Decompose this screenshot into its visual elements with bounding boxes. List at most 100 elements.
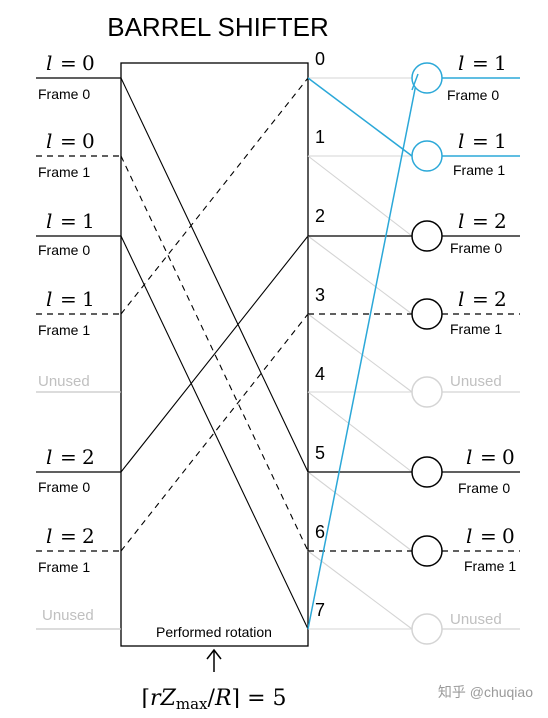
- output-unused-label: Unused: [450, 611, 502, 628]
- output-l-value: 2: [494, 287, 507, 311]
- output-l-value: 0: [502, 524, 515, 548]
- output-l-symbol: l: [458, 129, 464, 153]
- input-l-value: 2: [82, 524, 95, 548]
- barrel-shifter-box: [120, 62, 309, 647]
- input-l-symbol: l: [46, 209, 52, 233]
- input-l-symbol: l: [46, 129, 52, 153]
- input-equals: =: [60, 129, 77, 153]
- rotation-line-5-to-2: [120, 235, 309, 473]
- formula-equals: = 5: [240, 686, 286, 711]
- output-l-value: 1: [494, 51, 507, 75]
- output-index: 4: [315, 364, 325, 384]
- output-label-2: l = 2 Frame 0: [450, 209, 507, 256]
- input-port-0: l = 0 Frame 0: [36, 51, 121, 102]
- input-port-1: l = 0 Frame 1: [36, 129, 121, 180]
- input-port-4: Unused: [36, 373, 121, 393]
- formula-slash: /: [208, 686, 216, 711]
- output-l-symbol: l: [458, 209, 464, 233]
- output-index: 0: [315, 49, 325, 69]
- output-l-symbol: l: [458, 51, 464, 75]
- input-ports: l = 0 Frame 0 l = 0 Frame 1 l = 1 Frame …: [36, 51, 121, 630]
- input-port-2: l = 1 Frame 0: [36, 209, 121, 258]
- output-unused-label: Unused: [450, 373, 502, 390]
- output-index: 7: [315, 600, 325, 620]
- rotation-arrow: [206, 648, 222, 672]
- output-index: 5: [315, 443, 325, 463]
- output-frame-label: Frame 1: [450, 321, 502, 337]
- input-l-symbol: l: [46, 524, 52, 548]
- rotation-line-2-to-7: [120, 235, 309, 630]
- output-l-symbol: l: [466, 524, 472, 548]
- input-port-7: Unused: [36, 607, 121, 630]
- faint-routing-lines: [307, 77, 413, 630]
- highlight-line-7-to-0-top: [411, 73, 419, 91]
- performed-rotation-label: Performed rotation: [156, 624, 272, 640]
- input-frame-label: Frame 1: [38, 322, 90, 338]
- input-l-value: 0: [82, 129, 95, 153]
- output-index: 1: [315, 127, 325, 147]
- output-frame-label: Frame 1: [453, 162, 505, 178]
- highlight-lines: [307, 73, 419, 630]
- input-unused-label: Unused: [38, 373, 90, 390]
- output-index: 6: [315, 522, 325, 542]
- highlight-line-0-to-1: [307, 77, 413, 157]
- input-unused-label: Unused: [42, 607, 94, 624]
- input-l-symbol: l: [46, 445, 52, 469]
- output-indices: 0 1 2 3 4 5 6 7: [315, 49, 325, 620]
- selector-circle: [411, 220, 443, 252]
- output-equals: =: [472, 287, 489, 311]
- highlight-line-7-to-0: [307, 73, 419, 630]
- input-l-symbol: l: [46, 287, 52, 311]
- output-labels: l = 1 Frame 0 l = 1 Frame 1 l = 2 Frame …: [447, 51, 516, 628]
- input-frame-label: Frame 1: [38, 164, 90, 180]
- rotation-lines: [120, 77, 309, 630]
- watermark: 知乎 @chuqiao: [438, 684, 533, 700]
- input-equals: =: [60, 209, 77, 233]
- input-l-value: 1: [82, 209, 95, 233]
- output-label-5: l = 0 Frame 0: [458, 445, 515, 496]
- output-lines: [308, 235, 412, 552]
- output-equals: =: [480, 524, 497, 548]
- output-label-4: Unused: [450, 373, 502, 390]
- output-equals: =: [472, 209, 489, 233]
- input-port-3: l = 1 Frame 1: [36, 287, 121, 338]
- input-equals: =: [60, 287, 77, 311]
- input-frame-label: Frame 0: [38, 479, 90, 495]
- rotation-line-1-to-6: [120, 155, 309, 552]
- output-equals: =: [472, 129, 489, 153]
- input-l-value: 0: [82, 51, 95, 75]
- input-equals: =: [60, 524, 77, 548]
- selector-circle-unused: [411, 376, 443, 408]
- input-frame-label: Frame 0: [38, 242, 90, 258]
- selector-circle: [411, 535, 443, 567]
- input-port-5: l = 2 Frame 0: [36, 445, 121, 495]
- output-l-value: 1: [494, 129, 507, 153]
- output-index: 3: [315, 285, 325, 305]
- output-frame-label: Frame 0: [450, 240, 502, 256]
- input-l-value: 2: [82, 445, 95, 469]
- input-l-value: 1: [82, 287, 95, 311]
- output-frame-label: Frame 0: [458, 480, 510, 496]
- rotation-line-3-to-0: [120, 77, 309, 315]
- formula-z: Z: [160, 686, 177, 711]
- formula-ceil-close: ⌉: [232, 686, 241, 711]
- input-l-symbol: l: [46, 51, 52, 75]
- output-label-1: l = 1 Frame 1: [453, 129, 507, 178]
- selector-circles: [411, 62, 443, 645]
- output-frame-label: Frame 1: [464, 558, 516, 574]
- output-l-symbol: l: [458, 287, 464, 311]
- input-equals: =: [60, 51, 77, 75]
- diagram-title: BARREL SHIFTER: [107, 12, 329, 42]
- output-l-value: 2: [494, 209, 507, 233]
- output-l-value: 0: [502, 445, 515, 469]
- output-index: 2: [315, 206, 325, 226]
- selector-circle: [411, 456, 443, 488]
- output-label-3: l = 2 Frame 1: [450, 287, 507, 337]
- right-output-lines: [442, 77, 520, 630]
- output-label-7: Unused: [450, 611, 502, 628]
- rotation-line-0-to-5: [120, 77, 309, 473]
- input-equals: =: [60, 445, 77, 469]
- formula-r: r: [150, 686, 162, 711]
- input-port-6: l = 2 Frame 1: [36, 524, 121, 575]
